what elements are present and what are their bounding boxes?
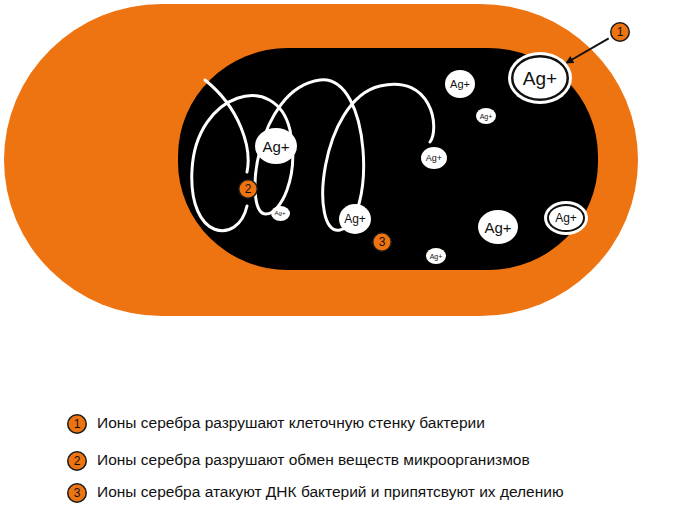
callout-fill	[373, 233, 392, 252]
legend-text: Ионы серебра атакуют ДНК бактерий и прип…	[97, 483, 564, 502]
silver-ion: Ag+	[255, 128, 297, 164]
callout-text: 3	[379, 236, 386, 248]
ion-body	[476, 108, 496, 124]
callout-number: 2	[67, 451, 87, 471]
ion-body	[271, 206, 290, 221]
silver-ion: Ag+	[511, 55, 569, 101]
silver-ion: Ag+	[478, 210, 518, 244]
ion-halo	[544, 201, 588, 235]
ion-text: Ag+	[555, 212, 577, 224]
callout-number: 3	[67, 483, 87, 503]
ion-text: Ag+	[450, 79, 470, 90]
ion-body	[548, 205, 584, 231]
silver-ion: Ag+	[339, 204, 371, 234]
callout-fill	[239, 180, 258, 199]
callout-number: 3	[372, 232, 392, 252]
ion-text: Ag+	[262, 139, 289, 154]
callout-fill	[68, 415, 87, 434]
ion-body	[421, 147, 447, 169]
callout-fill	[68, 452, 87, 471]
ion-text: Ag+	[275, 210, 286, 216]
callout-number: 2	[238, 179, 258, 199]
silver-ion: Ag+	[445, 70, 475, 98]
arrow-connector	[566, 38, 609, 63]
silver-ion: Ag+	[426, 248, 446, 264]
ion-text: Ag+	[430, 253, 443, 260]
ion-body	[426, 248, 446, 264]
ion-halo	[508, 52, 572, 104]
dna-strand	[192, 80, 434, 231]
callout-text: 1	[617, 26, 624, 38]
ion-text: Ag+	[523, 69, 557, 88]
callout-fill	[68, 484, 87, 503]
callout-number: 1	[67, 414, 87, 434]
ion-body	[255, 128, 297, 164]
legend-text: Ионы серебра разрушают обмен веществ мик…	[97, 451, 530, 470]
callout-text: 2	[245, 183, 252, 195]
ion-text: Ag+	[480, 113, 493, 120]
callout-fill	[611, 23, 630, 42]
ion-body	[512, 56, 568, 100]
ion-text: Ag+	[344, 213, 366, 225]
ion-text: Ag+	[426, 154, 442, 163]
ion-text: Ag+	[484, 220, 511, 235]
silver-ion: Ag+	[421, 147, 447, 169]
bacterium-wall	[4, 4, 638, 316]
callout-number: 1	[610, 22, 630, 42]
callout-text: 1	[74, 418, 81, 430]
silver-ion: Ag+	[476, 108, 496, 124]
silver-ion: Ag+	[271, 206, 290, 221]
ion-body	[478, 210, 518, 244]
legend-text: Ионы серебра разрушают клеточную стенку …	[97, 414, 485, 433]
callout-text: 3	[74, 487, 81, 499]
ion-body	[339, 204, 371, 234]
ion-body	[445, 70, 475, 98]
silver-ion: Ag+	[547, 204, 585, 232]
bacterium-cytoplasm	[178, 48, 598, 270]
callout-text: 2	[74, 455, 81, 467]
